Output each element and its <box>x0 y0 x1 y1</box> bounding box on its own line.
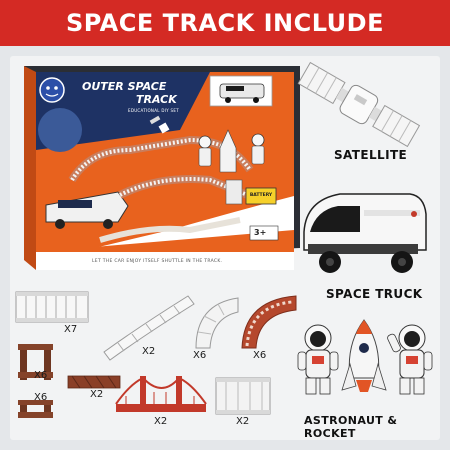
qty-bridge: X2 <box>154 416 168 427</box>
header-banner: SPACE TRACK INCLUDE <box>0 0 450 46</box>
box-bottom-band <box>36 252 294 270</box>
flat-track-piece <box>215 377 271 415</box>
box-subtitle: EDUCATIONAL DIY SET <box>128 108 179 113</box>
short-pillar-piece <box>18 400 53 418</box>
age-tag <box>249 225 279 241</box>
qty-red-curve: X6 <box>253 350 267 361</box>
tall-pillar-piece <box>18 344 53 380</box>
box-figures-image <box>198 129 265 205</box>
box-satellite-image <box>149 115 170 134</box>
satellite-caption: SATELLITE <box>334 148 408 162</box>
box-title-line2: TRACK <box>136 93 177 106</box>
battery-badge <box>245 187 277 205</box>
red-curve-track-piece <box>241 295 297 349</box>
rocket <box>341 319 387 392</box>
box-shuttle-image <box>45 191 129 229</box>
ramp-track-piece <box>103 295 195 361</box>
mascot-icon <box>39 77 65 103</box>
straight-track-piece <box>15 291 89 323</box>
astronaut-right <box>387 324 433 395</box>
box-tagline: LET THE CAR ENJOY ITSELF SHUTTLE IN THE … <box>92 259 223 264</box>
astronaut-left <box>297 324 339 395</box>
qty-short-pillar: X6 <box>34 392 48 403</box>
product-box-side <box>24 66 36 270</box>
planet-shape <box>38 108 82 152</box>
astronaut-rocket-caption: ASTRONAUT & ROCKET <box>304 414 398 440</box>
qty-white-curve: X6 <box>193 350 207 361</box>
brown-beam-piece <box>67 375 121 389</box>
truck-windshield <box>310 206 360 232</box>
battery-badge-text: BATTERY <box>249 193 273 198</box>
white-curve-track-piece <box>195 297 239 349</box>
qty-brown-beam: X2 <box>90 389 104 400</box>
space-truck-caption: SPACE TRUCK <box>326 287 423 301</box>
box-truck-image <box>209 75 273 107</box>
qty-ramp-track: X2 <box>142 346 156 357</box>
age-label: 3+ <box>254 228 267 237</box>
bridge-piece <box>115 376 207 412</box>
header-title: SPACE TRACK INCLUDE <box>66 9 384 37</box>
qty-straight-track: X7 <box>64 324 78 335</box>
qty-tall-pillar: X6 <box>34 370 48 381</box>
qty-flat-track: X2 <box>236 416 250 427</box>
box-title-line1: OUTER SPACE <box>82 80 167 93</box>
truck-chassis <box>308 244 418 254</box>
